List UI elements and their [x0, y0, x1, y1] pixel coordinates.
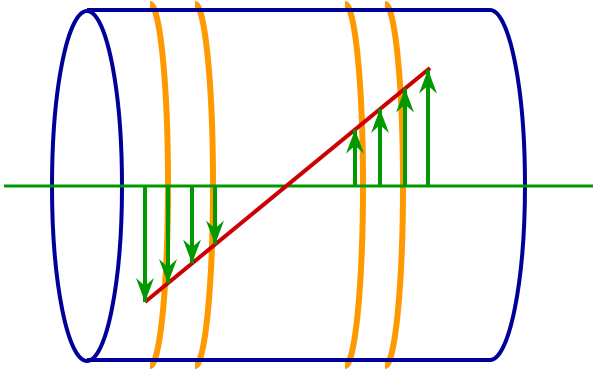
arrow-up-6 [371, 109, 389, 186]
arrow-head [183, 239, 201, 264]
arrow-up-5 [346, 129, 364, 186]
arrow-down-4 [206, 186, 224, 245]
arrow-down-2 [159, 186, 177, 284]
arrow-head [159, 259, 177, 284]
arrow-head [419, 69, 437, 94]
arrow-head [206, 220, 224, 245]
arrow-head [396, 88, 414, 113]
arrow-down-3 [183, 186, 201, 264]
arrow-up-7 [396, 88, 414, 186]
arrow-head [136, 278, 154, 302]
arrow-head [371, 109, 389, 134]
arrow-up-8 [419, 69, 437, 186]
arrow-head [346, 129, 364, 154]
arrow-down-1 [136, 186, 154, 302]
